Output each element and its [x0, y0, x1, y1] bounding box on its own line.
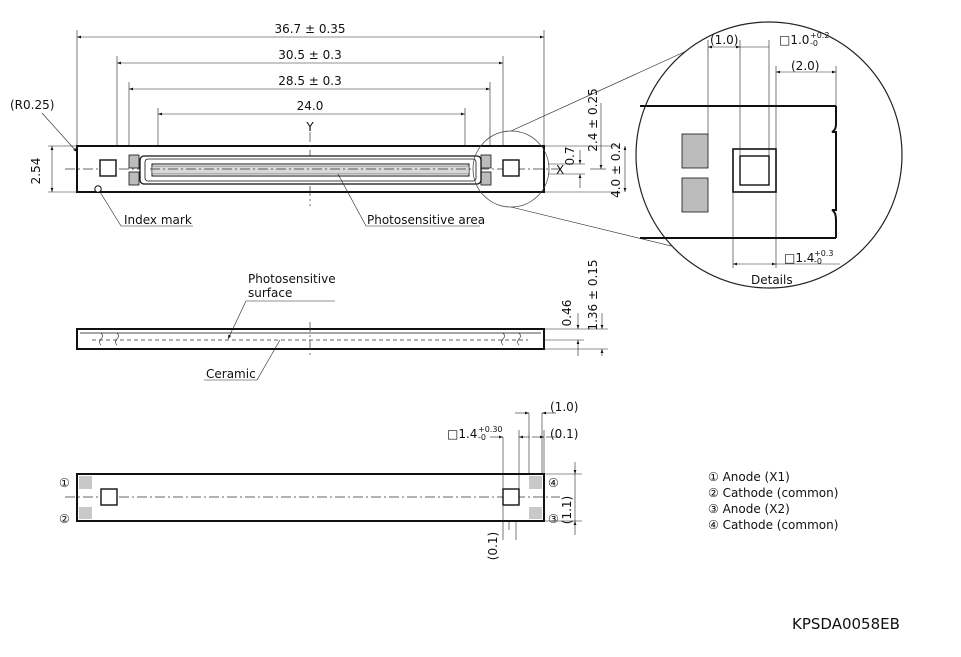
package-bottom-outline: [76, 473, 545, 522]
photosensitive-area-label: Photosensitive area: [367, 213, 485, 227]
ceramic-label: Ceramic: [206, 367, 256, 381]
terminal-1: [79, 476, 92, 489]
dim-active-length: 24.0: [297, 99, 324, 113]
detail-pad-size: □1.0: [779, 33, 809, 47]
top-view: 36.7 ± 0.35 30.5 ± 0.3 28.5 ± 0.3 24.0 Y…: [10, 22, 771, 271]
dim-width: 2.54: [29, 158, 43, 185]
dim-28-5: 28.5 ± 0.3: [278, 74, 342, 88]
detail-dim-2-0: (2.0): [791, 59, 819, 73]
axis-y-label: Y: [305, 120, 314, 134]
terminal-2: [79, 507, 92, 519]
pin-3-label: ③: [548, 512, 559, 526]
pad-bottom-size: □1.4: [447, 427, 477, 441]
right-upper-electrode: [480, 154, 492, 169]
package-side-outline: [76, 328, 545, 350]
dim-bottom-0-1-b: (0.1): [486, 532, 500, 560]
dim-0-46: 0.46: [560, 300, 574, 327]
details-label: Details: [751, 273, 793, 287]
detail-pad-tol-plus: +0.2: [810, 31, 829, 40]
left-pad: [99, 159, 117, 177]
pin-4-label: ④: [548, 476, 559, 490]
side-view: Photosensitive surface Ceramic 0.46 1.36…: [76, 259, 608, 381]
detail-pad2-size: □1.4: [784, 251, 814, 265]
drawing-code: KPSDA0058EB: [792, 615, 900, 633]
detail-dim-1-0: (1.0): [710, 33, 738, 47]
bottom-view: ① ② ③ ④ (1.0) □1.4 +0.30 -0 (0.1) (1.1): [59, 400, 582, 560]
pin-2-label: ②: [59, 512, 70, 526]
detail-upper-electrode: [681, 133, 709, 169]
dim-0-7: 0.7: [563, 146, 577, 165]
right-lower-electrode: [480, 171, 492, 186]
photosensitive-surface-label-2: surface: [248, 286, 292, 300]
dim-4-0: 4.0 ± 0.2: [609, 142, 623, 198]
dim-bottom-1-1: (1.1): [560, 496, 574, 524]
dim-2-4: 2.4 ± 0.25: [586, 88, 600, 152]
dim-30-5: 30.5 ± 0.3: [278, 48, 342, 62]
dim-1-36: 1.36 ± 0.15: [586, 259, 600, 330]
detail-lower-electrode: [681, 177, 709, 213]
pin-legend: ① Anode (X1) ② Cathode (common) ③ Anode …: [708, 470, 838, 532]
pad-bottom-tol-minus: -0: [478, 433, 486, 442]
left-lower-electrode: [128, 171, 140, 186]
dim-corner-radius: (R0.25): [10, 98, 54, 112]
detail-view: Details (1.0) □1.0 +0.2 -0 (2.0) □1.4 +0…: [635, 21, 903, 289]
bottom-right-pad: [502, 488, 520, 506]
axis-x-label: X: [556, 163, 564, 177]
photosensitive-surface-label-1: Photosensitive: [248, 272, 336, 286]
left-upper-electrode: [128, 154, 140, 169]
detail-pad2-tol-minus: -0: [814, 257, 822, 266]
terminal-3: [529, 507, 542, 519]
pin-1-label: ①: [59, 476, 70, 490]
legend-item: ④ Cathode (common): [708, 518, 838, 532]
dim-bottom-1-0: (1.0): [550, 400, 578, 414]
pad-bottom-tol-plus: +0.30: [478, 425, 503, 434]
detail-pad-tol-minus: -0: [810, 39, 818, 48]
index-mark-dot: [94, 185, 102, 193]
dim-overall-length: 36.7 ± 0.35: [274, 22, 345, 36]
detail-pad2-tol-plus: +0.3: [814, 249, 833, 258]
legend-item: ① Anode (X1): [708, 470, 790, 484]
bottom-left-pad: [100, 488, 118, 506]
index-mark-label: Index mark: [124, 213, 192, 227]
dim-bottom-0-1-a: (0.1): [550, 427, 578, 441]
right-pad: [502, 159, 520, 177]
legend-item: ③ Anode (X2): [708, 502, 790, 516]
terminal-4: [529, 476, 542, 489]
legend-item: ② Cathode (common): [708, 486, 838, 500]
